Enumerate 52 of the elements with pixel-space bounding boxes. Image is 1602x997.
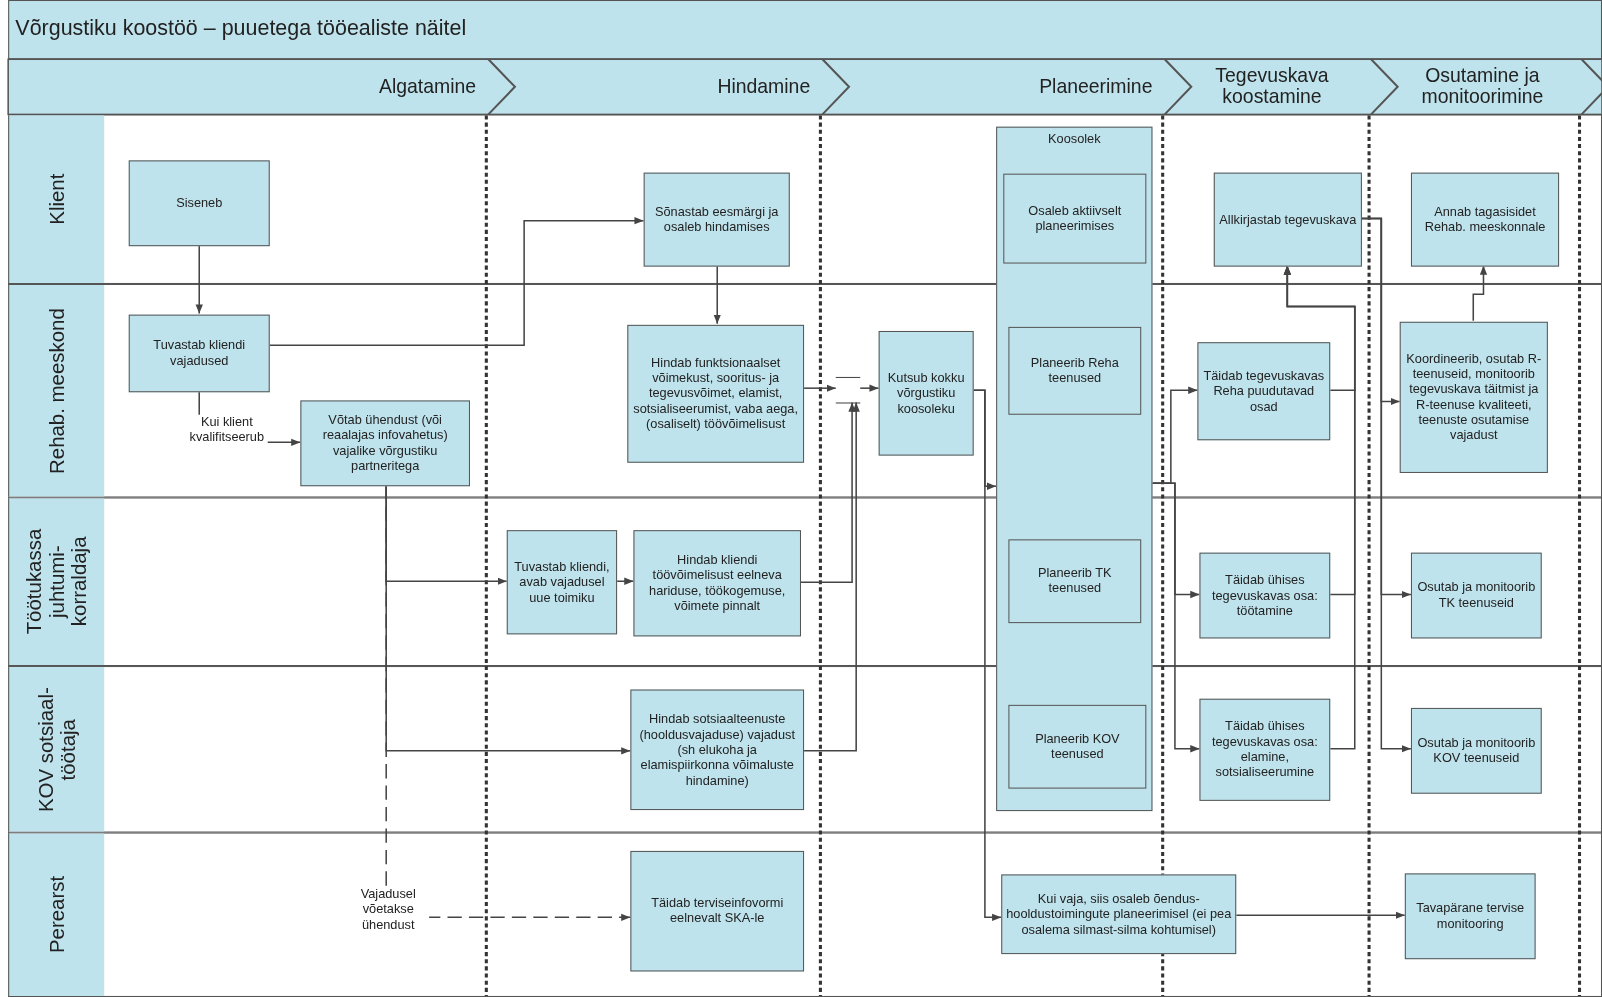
process-box: Planeerib Reha teenused <box>1008 326 1142 415</box>
lane-header: Perearst <box>8 833 105 996</box>
arrow <box>1235 911 1406 919</box>
diagram-title: Võrgustiku koostöö – puuetega tööealiste näitel <box>15 15 467 40</box>
process-box: Täidab ühises tegevuskavas osa: töötamine <box>1199 552 1331 639</box>
lane-header: KOV sotsiaal- töötaja <box>8 667 105 832</box>
panel-title: Koosolek <box>1047 131 1102 147</box>
process-box: Siseneb <box>128 160 270 247</box>
process-box: Täidab ühises tegevuskavas osa: elamine, sotsialiseerumine <box>1199 698 1331 801</box>
arrow <box>616 577 635 585</box>
process-box: Hindab funktsionaalset võimekust, sooritus- ja tegevusvõimet, elamist, sotsialiseerumist, vaba aega, (osaliselt) töövõimelisust <box>627 324 805 463</box>
process-box: Osutab ja monitoorib KOV teenuseid <box>1410 707 1542 794</box>
phase-label: Tegevuskava koostamine <box>1214 65 1330 109</box>
process-box: Annab tagasisidet Rehab. meeskonnale <box>1410 172 1560 267</box>
arrow <box>803 401 860 752</box>
arrow <box>1472 264 1488 322</box>
phase-label: Osutamine ja monitoorimine <box>1420 65 1545 109</box>
lane-header: Töötukassa juhtumi- korraldaja <box>8 498 105 665</box>
arrow <box>859 384 880 392</box>
process-box: Allkirjastab tegevuskava <box>1213 172 1362 267</box>
swimlane <box>8 832 1602 997</box>
lane-header: Rehab. meeskond <box>8 285 105 497</box>
arrow <box>268 216 645 347</box>
process-box: Sõnastab eesmärgi ja osaleb hindamises <box>643 172 790 267</box>
process-box: Hindab kliendi töövõimelisust eelneva hariduse, töökogemuse, võimete pinnalt <box>633 530 801 637</box>
process-box: Kui vaja, siis osaleb õendus- hooldustoimingute planeerimisel (ei pea osalema silmast-silma kohtumisel) <box>1001 874 1237 955</box>
process-box: Võtab ühendust (või reaalajas infovahetus) vajalike võrgustiku partneritega <box>300 400 470 487</box>
arrow <box>713 264 721 325</box>
arrow <box>800 401 856 584</box>
process-box: Täidab terviseinfovormi eelnevalt SKA-le <box>630 850 805 972</box>
process-box: Planeerib KOV teenused <box>1008 704 1147 789</box>
arrow <box>803 384 837 392</box>
arrow <box>1361 217 1412 753</box>
phase-label: Hindamine <box>717 76 811 98</box>
process-box: Osutab ja monitoorib TK teenuseid <box>1410 552 1542 639</box>
process-box: Osaleb aktiivselt planeerimises <box>1003 173 1147 264</box>
phase-label: Algatamine <box>379 76 477 98</box>
lane-header: Klient <box>8 115 105 283</box>
arrow <box>1283 264 1356 750</box>
process-box: Hindab sotsiaalteenuste (hooldusvajaduse) vajadust (sh elukoha ja elamispiirkonna võimaluste hindamine) <box>630 689 805 811</box>
arrow <box>385 484 632 921</box>
arrow <box>1151 482 1201 753</box>
process-box: Tuvastab kliendi, avab vajadusel uue toimiku <box>506 530 618 635</box>
process-box: Tuvastab kliendi vajadused <box>128 314 270 393</box>
process-box: Tavapärane tervise monitooring <box>1404 873 1536 960</box>
process-box: Koordineerib, osutab R-teenuseid, monitoorib tegevuskava täitmist ja R-teenuse kvaliteeti, teenuste osutamise vajadust <box>1399 321 1548 473</box>
process-box: Täidab tegevuskavas Reha puudutavad osad <box>1197 342 1331 441</box>
arrow <box>195 244 203 315</box>
process-box: Planeerib TK teenused <box>1008 539 1142 624</box>
arrow <box>972 389 1002 921</box>
process-box: Kutsub kokku võrgustiku koosoleku <box>878 330 974 456</box>
phase-label: Planeerimine <box>1039 76 1153 98</box>
